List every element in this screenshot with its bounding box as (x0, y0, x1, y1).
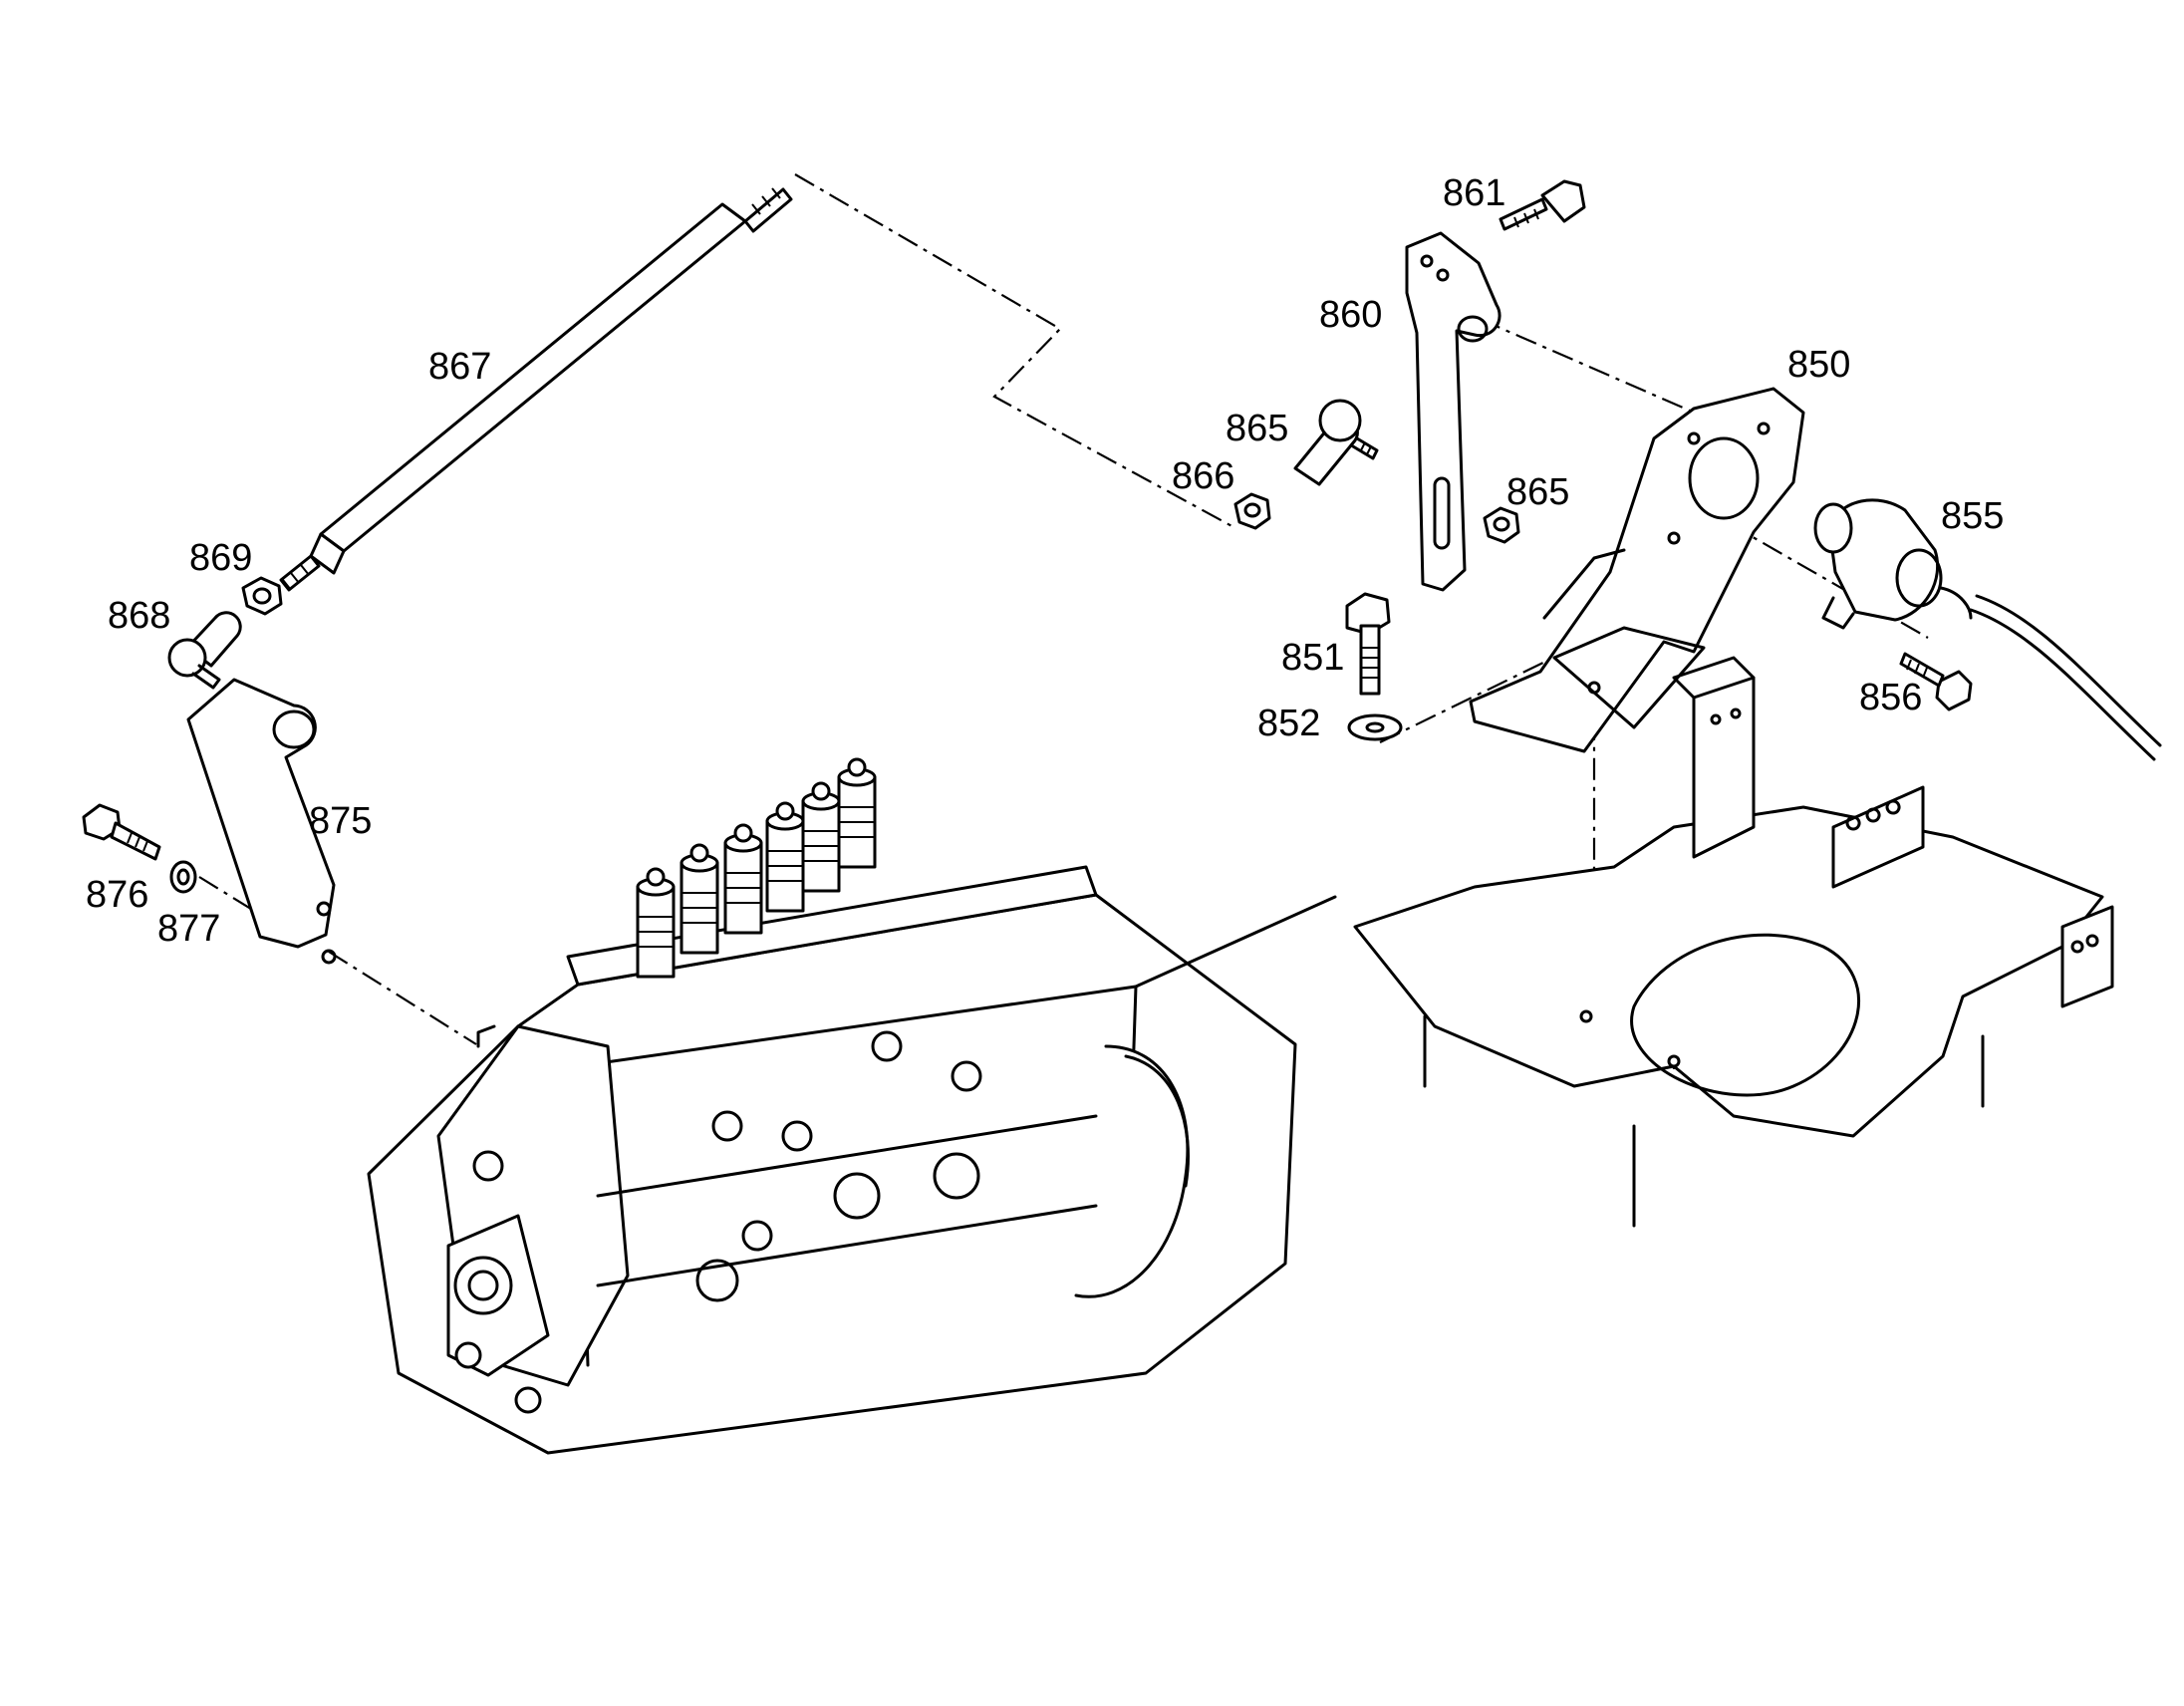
screw-856 (1899, 652, 1973, 711)
washer-877 (169, 860, 197, 894)
label-861: 861 (1443, 172, 1505, 214)
part-labels: 850 851 852 855 856 860 861 865 865 866 … (86, 172, 2004, 950)
label-855: 855 (1941, 495, 2004, 537)
ball-joint-865-upper (1293, 399, 1379, 486)
base-frame (1353, 656, 2114, 1228)
label-875: 875 (309, 800, 372, 842)
bolt-851 (1345, 592, 1391, 696)
label-868: 868 (108, 595, 170, 637)
label-877: 877 (157, 908, 220, 950)
slotted-lever-860 (1405, 231, 1502, 592)
label-876: 876 (86, 874, 148, 916)
label-867: 867 (428, 346, 491, 388)
solenoid-855 (1813, 498, 2162, 761)
label-852: 852 (1257, 703, 1320, 744)
label-869: 869 (189, 537, 252, 579)
lever-875 (186, 678, 337, 965)
washer-852 (1347, 713, 1403, 741)
label-851: 851 (1281, 637, 1344, 679)
bracket-850 (1469, 387, 1805, 753)
ball-joint-868 (167, 611, 242, 690)
bolt-876 (82, 803, 161, 861)
injection-pump (367, 757, 1337, 1455)
nut-869 (241, 576, 283, 616)
label-865-upper: 865 (1226, 408, 1288, 449)
label-850: 850 (1787, 344, 1850, 386)
rod-867 (279, 187, 793, 592)
screw-861 (1499, 179, 1586, 231)
nut-865-lower (1483, 506, 1520, 544)
label-865-lower: 865 (1506, 471, 1569, 513)
label-866: 866 (1172, 455, 1234, 497)
nut-866 (1233, 492, 1271, 530)
label-856: 856 (1859, 677, 1922, 718)
label-860: 860 (1319, 294, 1382, 336)
